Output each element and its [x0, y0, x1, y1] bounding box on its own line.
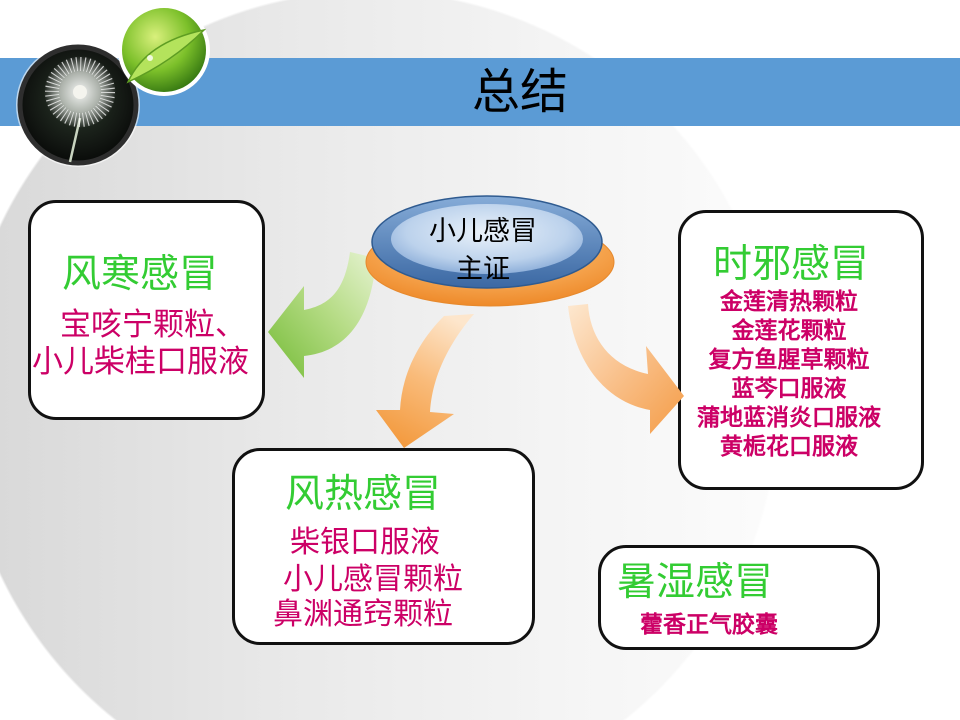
center-node-line1: 小儿感冒 [429, 216, 537, 247]
medicine-item: 藿香正气胶囊 [640, 611, 778, 638]
header-photos [16, 4, 210, 167]
medicine-item: 柴银口服液 [290, 525, 440, 560]
category-title: 风热感冒 [285, 472, 442, 517]
center-node-line2: 主证 [456, 254, 510, 285]
medicine-item: 蒲地蓝消炎口服液 [697, 404, 881, 431]
medicine-item: 金莲花颗粒 [731, 317, 847, 344]
dandelion-photo [16, 43, 140, 167]
orange-arrow-right [568, 304, 684, 434]
medicine-item: 小儿柴桂口服液 [32, 344, 249, 380]
center-node-disc [365, 195, 615, 307]
orange-arrow-down [376, 314, 474, 448]
medicine-item: 宝咳宁颗粒、 [60, 307, 246, 343]
category-title: 时邪感冒 [712, 242, 869, 287]
medicine-item: 黄栀花口服液 [720, 433, 858, 460]
category-title: 风寒感冒 [62, 252, 219, 297]
slide-title: 总结 [471, 64, 568, 120]
green-arrow-left [268, 252, 376, 378]
medicine-item: 小儿感冒颗粒 [283, 562, 463, 597]
medicine-list: 金莲清热颗粒 金莲花颗粒 复方鱼腥草颗粒 蓝芩口服液 蒲地蓝消炎口服液 黄栀花口… [681, 287, 897, 461]
category-box-shu-shi: 暑湿感冒 藿香正气胶囊 [598, 545, 880, 650]
category-box-shi-xie: 时邪感冒 金莲清热颗粒 金莲花颗粒 复方鱼腥草颗粒 蓝芩口服液 蒲地蓝消炎口服液… [678, 210, 924, 490]
category-title: 暑湿感冒 [617, 560, 774, 605]
medicine-item: 复方鱼腥草颗粒 [708, 346, 870, 373]
category-box-feng-han: 风寒感冒 宝咳宁颗粒、 小儿柴桂口服液 [28, 200, 265, 420]
category-box-feng-re: 风热感冒 柴银口服液 小儿感冒颗粒 鼻渊通窍颗粒 [232, 448, 535, 645]
medicine-item: 蓝芩口服液 [731, 375, 847, 402]
leaf-photo [118, 4, 210, 96]
medicine-item: 鼻渊通窍颗粒 [273, 597, 453, 632]
medicine-item: 金莲清热颗粒 [720, 288, 858, 315]
